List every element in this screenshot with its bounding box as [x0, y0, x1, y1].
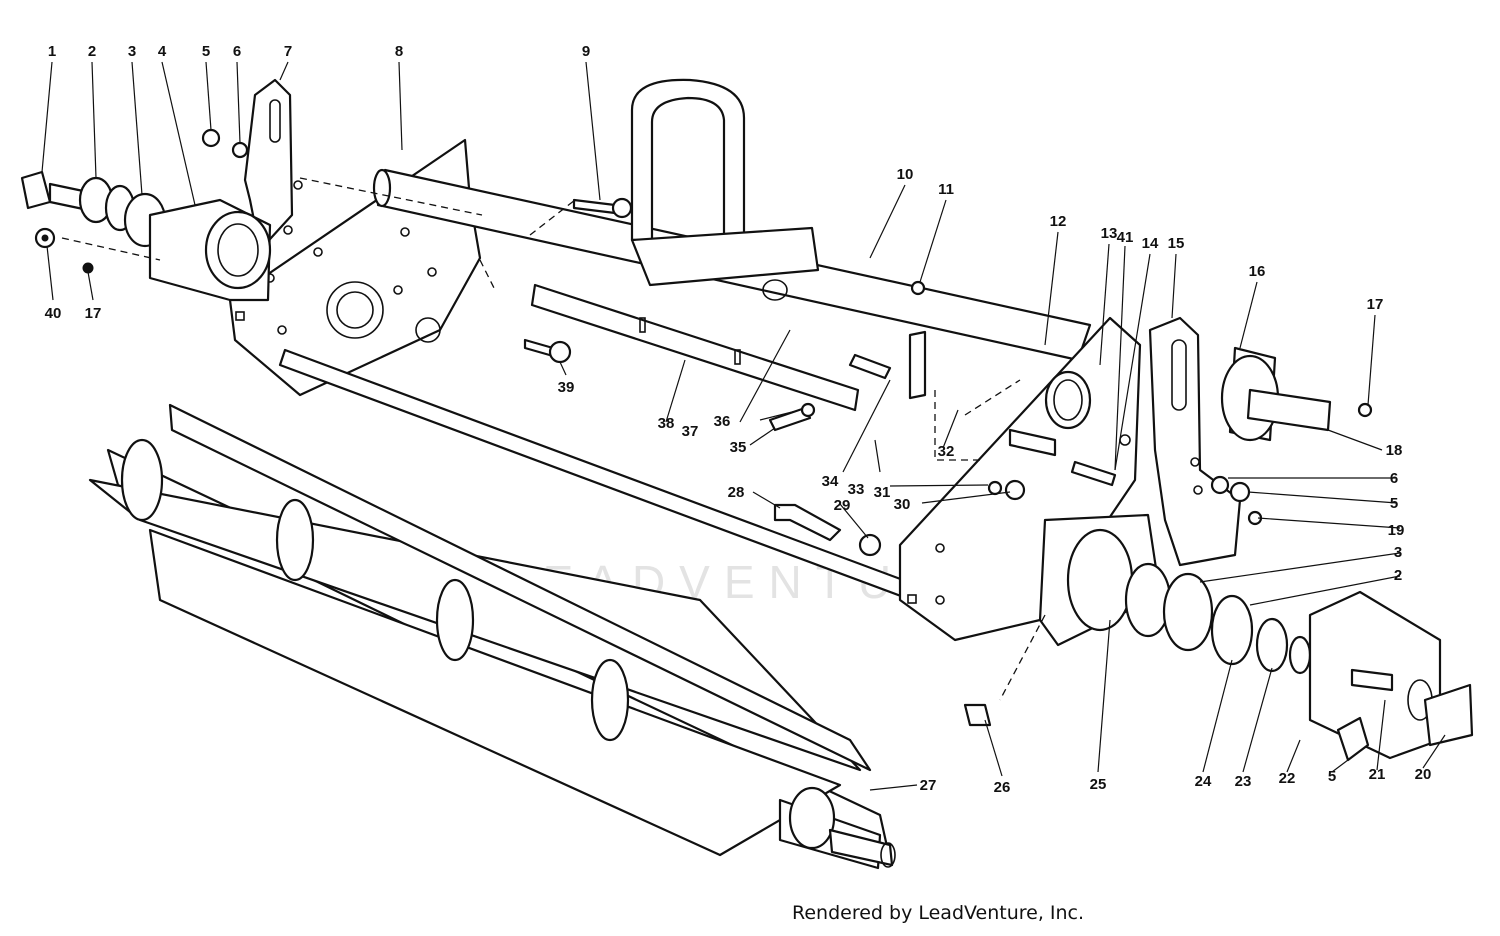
callout-36: 36 [714, 413, 731, 430]
rendered-by-credit: Rendered by LeadVenture, Inc. [792, 902, 1085, 924]
callout-19: 19 [1388, 522, 1405, 539]
callout-25: 25 [1090, 776, 1107, 793]
callout-26: 26 [994, 779, 1011, 796]
callout-5-right: 5 [1390, 495, 1398, 512]
callout-31: 31 [874, 484, 891, 501]
callout-5: 5 [202, 43, 210, 60]
callout-37: 37 [682, 423, 699, 440]
callout-13: 13 [1101, 225, 1118, 242]
callout-32: 32 [938, 443, 955, 460]
callout-30: 30 [894, 496, 911, 513]
callout-1: 1 [48, 43, 56, 60]
callout-27: 27 [920, 777, 937, 794]
callout-40: 40 [45, 305, 62, 322]
assembly-guides [61, 177, 1046, 701]
callout-12: 12 [1050, 213, 1067, 230]
callout-15: 15 [1168, 235, 1185, 252]
callout-8: 8 [395, 43, 403, 60]
height-adjust-plate-right [1148, 316, 1242, 567]
fasteners [523, 197, 1373, 727]
bedknife-bar [530, 283, 860, 412]
callout-38: 38 [658, 415, 675, 432]
callout-9: 9 [582, 43, 590, 60]
callout-39: 39 [558, 379, 575, 396]
callout-2: 2 [88, 43, 96, 60]
callout-6: 6 [233, 43, 241, 60]
callout-22: 22 [1279, 770, 1296, 787]
left-bearing-stack [20, 128, 272, 302]
callout-17-right: 17 [1367, 296, 1384, 313]
callout-7: 7 [284, 43, 292, 60]
callout-41: 41 [1117, 229, 1134, 246]
cutting-reel [88, 403, 896, 870]
callout-5-bottom: 5 [1328, 768, 1336, 785]
callout-17-left: 17 [85, 305, 102, 322]
callout-35: 35 [730, 439, 747, 456]
handle-bracket [630, 78, 820, 301]
callout-labels: 1 2 3 4 5 6 7 8 9 10 11 12 13 14 15 16 1… [45, 43, 1432, 796]
callout-24: 24 [1195, 773, 1212, 790]
callout-3: 3 [128, 43, 136, 60]
callout-3-right: 3 [1394, 544, 1402, 561]
callout-18: 18 [1386, 442, 1403, 459]
callout-29: 29 [834, 497, 851, 514]
callout-20: 20 [1415, 766, 1432, 783]
callout-34: 34 [822, 473, 839, 490]
right-bearing-stack [1038, 513, 1474, 762]
callout-4: 4 [158, 43, 167, 60]
height-adjust-plate-left [243, 78, 303, 252]
callout-33: 33 [848, 481, 865, 498]
callout-14: 14 [1142, 235, 1159, 252]
roller-right [1220, 346, 1332, 442]
callout-28: 28 [728, 484, 745, 501]
callout-21: 21 [1369, 766, 1386, 783]
callout-2-right: 2 [1394, 567, 1402, 584]
callout-16: 16 [1249, 263, 1266, 280]
callout-11: 11 [938, 181, 954, 198]
callout-23: 23 [1235, 773, 1252, 790]
callout-6-right: 6 [1390, 470, 1398, 487]
leader-lines [41, 61, 1446, 791]
callout-10: 10 [897, 166, 914, 183]
